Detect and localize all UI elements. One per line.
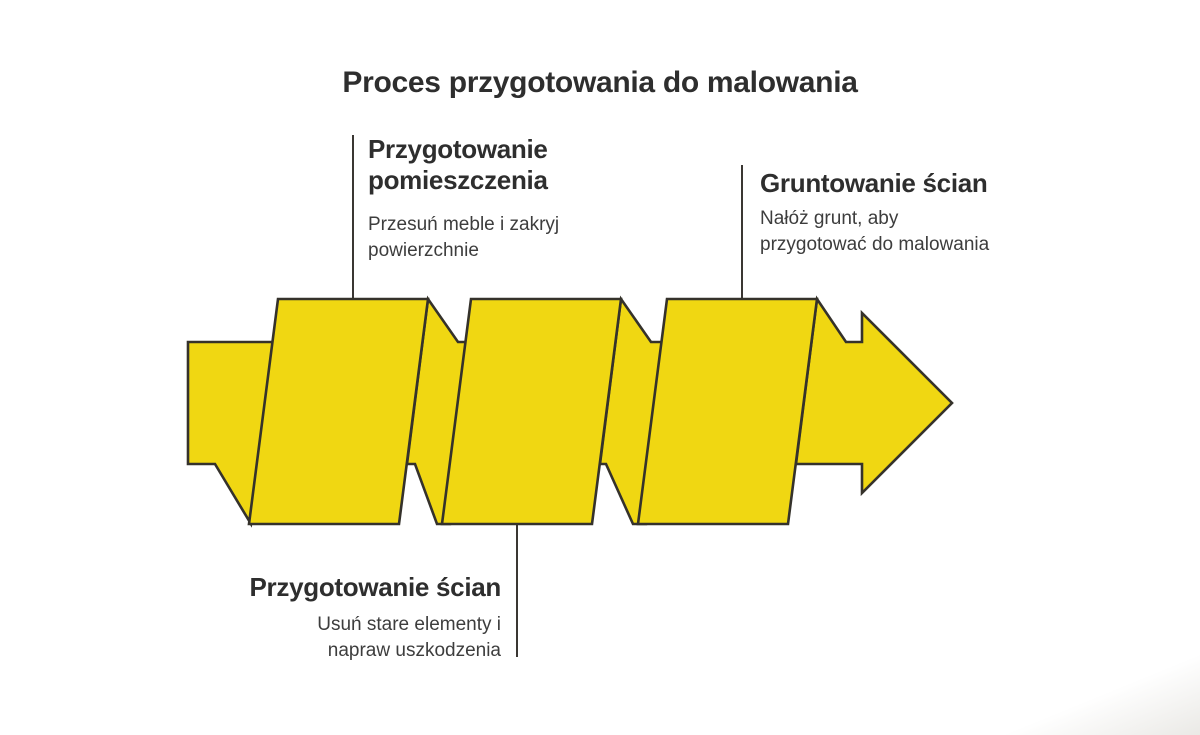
- step2-desc-line1: Usuń stare elementy i: [317, 614, 501, 635]
- arrow-head: [794, 295, 954, 497]
- step1-desc-line1: Przesuń meble i zakryj: [368, 214, 560, 235]
- page-title: Proces przygotowania do malowania: [342, 66, 858, 99]
- step2-heading: Przygotowanie ścian: [249, 572, 502, 603]
- step3-heading: Gruntowanie ścian: [760, 168, 989, 199]
- step3-desc-line2: przygotować do malowania: [760, 234, 990, 255]
- step2-heading-line1: Przygotowanie ścian: [249, 572, 502, 602]
- step1-callout: Przygotowanie pomieszczenia Przesuń mebl…: [368, 134, 559, 264]
- step3-callout: Gruntowanie ścian Nałóż grunt, aby przyg…: [760, 168, 989, 258]
- arrow-segment-2: [440, 297, 623, 526]
- step1-desc-line2: powierzchnie: [368, 240, 479, 261]
- step3-description: Nałóż grunt, aby przygotować do malowani…: [760, 206, 989, 258]
- step3-desc-line1: Nałóż grunt, aby: [760, 208, 899, 229]
- step1-description: Przesuń meble i zakryj powierzchnie: [368, 212, 559, 264]
- step1-heading-line2: pomieszczenia: [368, 165, 548, 195]
- step3-heading-line1: Gruntowanie ścian: [760, 168, 988, 198]
- arrow-segment-3: [636, 297, 819, 526]
- step1-heading: Przygotowanie pomieszczenia: [368, 134, 559, 196]
- step2-callout: Przygotowanie ścian Usuń stare elementy …: [249, 572, 502, 664]
- arrow-segment-1: [247, 297, 430, 526]
- step2-desc-line2: napraw uszkodzenia: [327, 640, 501, 661]
- step2-description: Usuń stare elementy i napraw uszkodzenia: [250, 612, 501, 664]
- step1-heading-line1: Przygotowanie: [368, 134, 548, 164]
